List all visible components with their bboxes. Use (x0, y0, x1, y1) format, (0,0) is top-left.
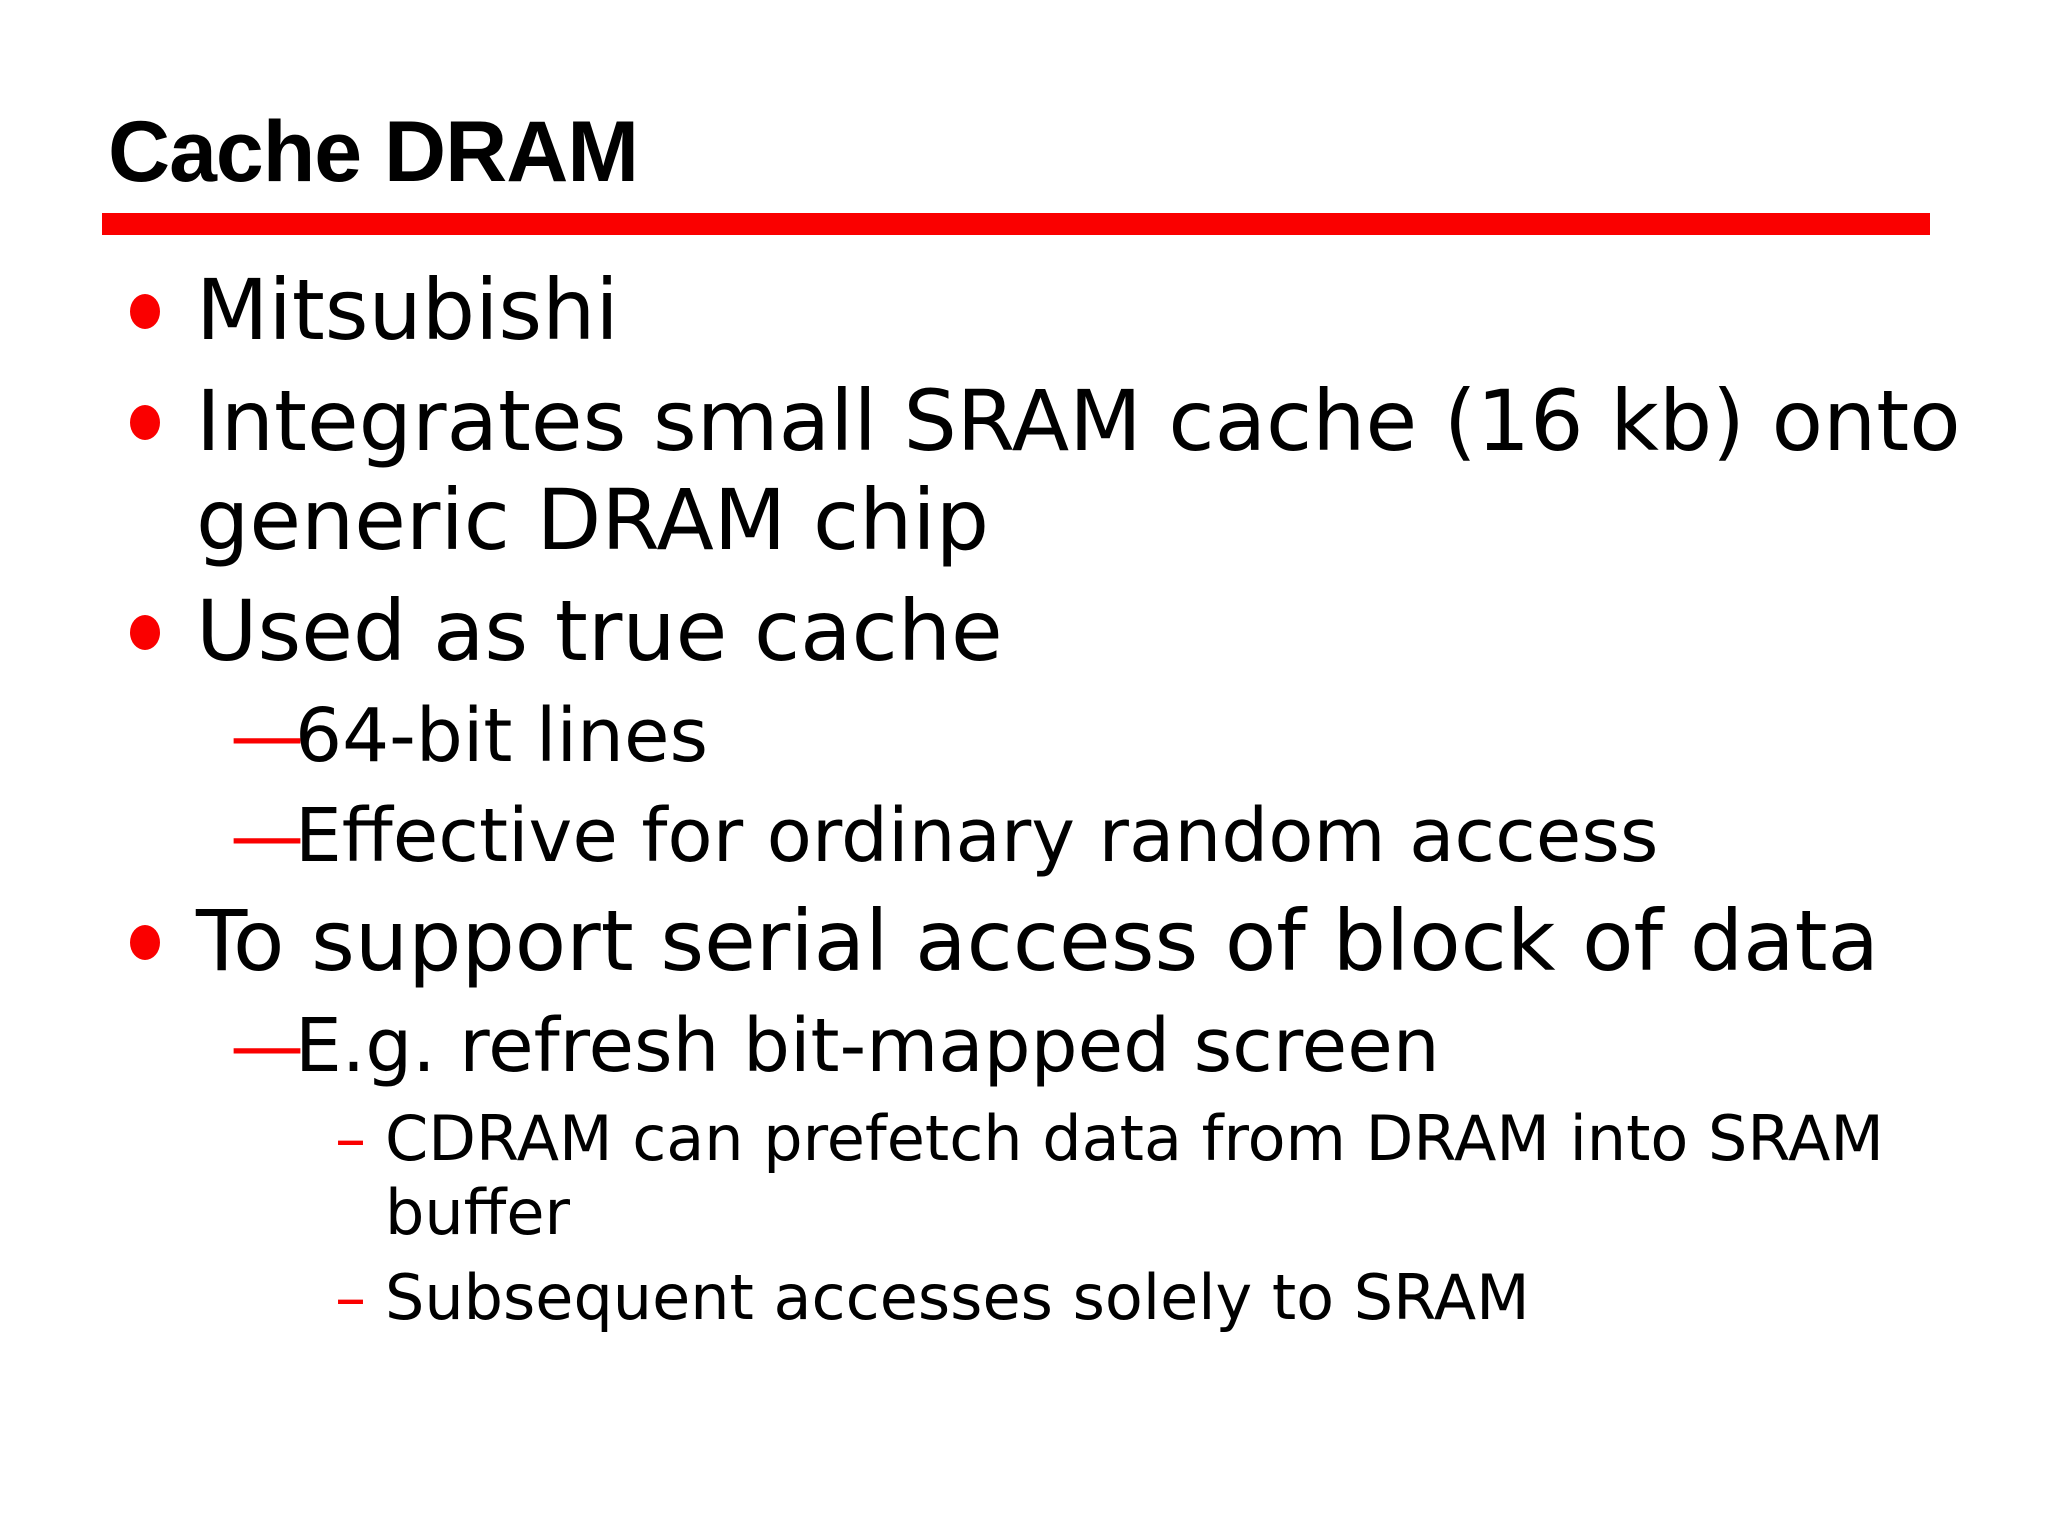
bullet-item-level1: Mitsubishi (102, 261, 1992, 360)
en-dash-icon: – (335, 1102, 366, 1176)
bullet-item-level1: To support serial access of block of dat… (102, 892, 1992, 991)
bullet-text: CDRAM can prefetch data from DRAM into S… (385, 1102, 1884, 1249)
en-dash-icon: – (335, 1260, 366, 1334)
em-dash-icon: — (230, 792, 304, 879)
em-dash-icon: — (230, 1003, 304, 1090)
bullet-dot-icon (130, 293, 160, 329)
bullet-text: 64-bit lines (295, 693, 709, 780)
bullet-item-level2: —Effective for ordinary random access (102, 793, 1992, 880)
bullet-dot-icon (130, 924, 160, 960)
bullet-dot-icon (130, 615, 160, 651)
bullet-item-level1: Integrates small SRAM cache (16 kb) onto… (102, 372, 1992, 570)
bullet-text: Integrates small SRAM cache (16 kb) onto… (196, 371, 1961, 570)
bullet-text: To support serial access of block of dat… (196, 891, 1880, 990)
bullet-text: Used as true cache (196, 582, 1003, 681)
bullet-item-level1: Used as true cache (102, 582, 1992, 681)
bullet-item-level2: —E.g. refresh bit-mapped screen (102, 1003, 1992, 1090)
bullet-item-level3: –CDRAM can prefetch data from DRAM into … (102, 1102, 1992, 1248)
bullet-text: Mitsubishi (196, 260, 619, 359)
bullet-text: Subsequent accesses solely to SRAM (385, 1260, 1530, 1334)
bullet-item-level2: —64-bit lines (102, 693, 1992, 780)
slide-title: Cache DRAM (108, 104, 639, 200)
em-dash-icon: — (230, 693, 304, 780)
title-underline (102, 212, 1930, 235)
bullet-dot-icon (130, 404, 160, 440)
bullet-text: E.g. refresh bit-mapped screen (295, 1003, 1440, 1090)
bullet-item-level3: –Subsequent accesses solely to SRAM (102, 1261, 1992, 1334)
bullet-text: Effective for ordinary random access (295, 792, 1659, 879)
